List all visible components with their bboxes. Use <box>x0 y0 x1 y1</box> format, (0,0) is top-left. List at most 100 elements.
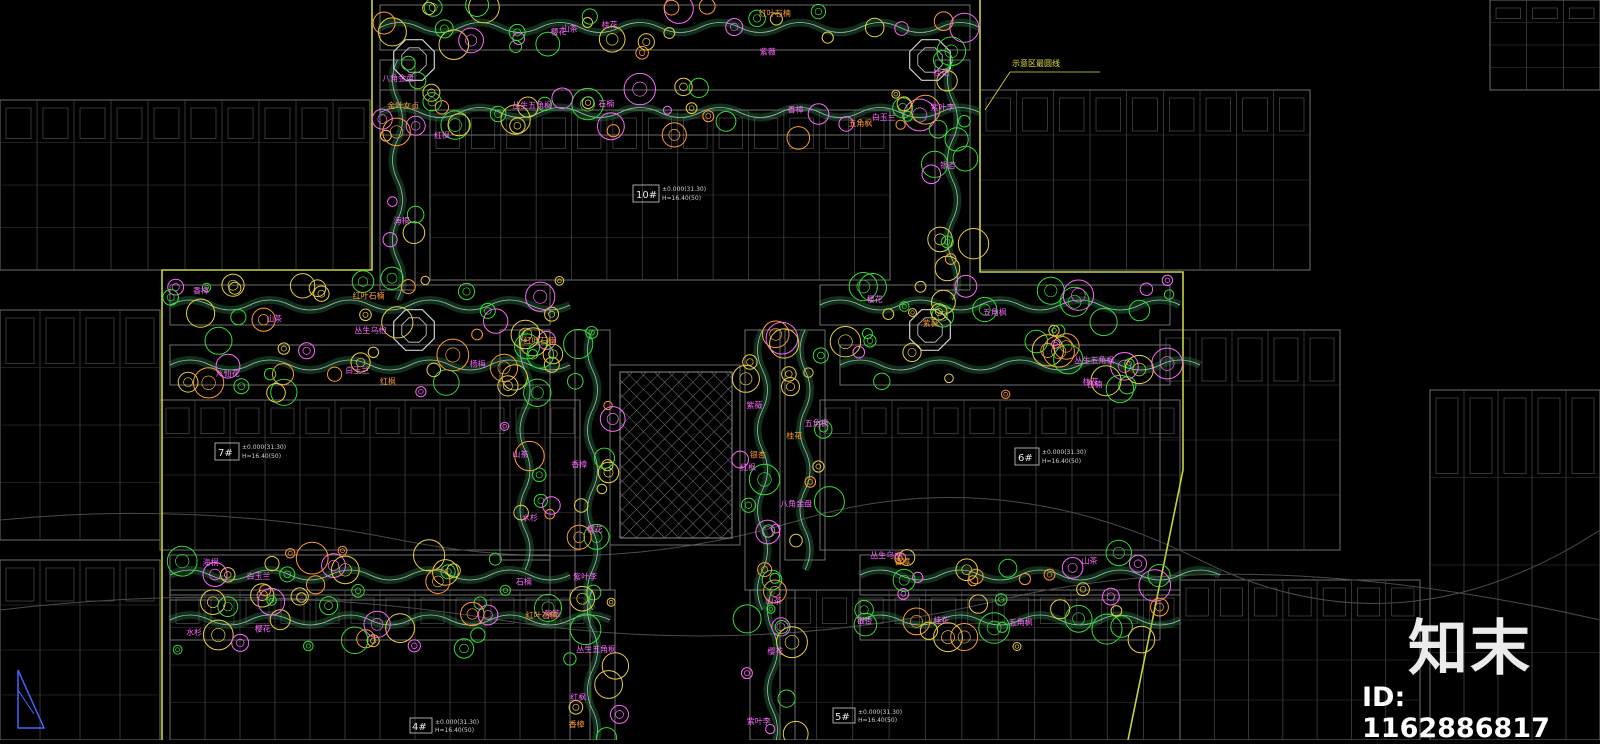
tree-symbol <box>264 556 280 572</box>
plant-label: 紫薇 <box>746 400 762 410</box>
tree-symbol <box>804 476 817 488</box>
tree-symbol <box>543 356 560 373</box>
tree-symbol <box>497 375 519 397</box>
tree-symbol <box>934 255 961 282</box>
tree-symbol <box>526 341 555 369</box>
plant-label: 丛生五角枫 <box>512 100 552 110</box>
plant-label: 香樟 <box>894 556 910 566</box>
tree-symbol <box>1064 604 1093 633</box>
plant-label: 红叶石楠 <box>526 610 558 620</box>
tree-symbol <box>818 422 829 433</box>
tree-symbol <box>372 11 396 35</box>
building-tag-10: 10# ±0.000(31.30) H=16.40(50) <box>632 184 706 203</box>
plant-label: 海桐 <box>203 557 219 567</box>
tree-symbol <box>789 533 803 548</box>
building-tag-6: 6# ±0.000(31.30) H=16.40(50) <box>1014 447 1086 466</box>
tree-symbol <box>585 584 602 601</box>
plant-label: 五角枫 <box>805 418 829 428</box>
tree-symbol <box>674 77 693 97</box>
tree-symbol <box>289 273 316 299</box>
tree-symbol <box>810 3 827 20</box>
tree-symbol <box>457 282 476 301</box>
plant-label: 五角枫 <box>983 307 1007 317</box>
tree-symbol <box>899 301 910 312</box>
plant-label: 香樟 <box>193 285 209 295</box>
tree-symbol <box>366 634 380 648</box>
garden-belt <box>838 344 1202 386</box>
plant-label: 樱花 <box>867 294 883 304</box>
site-boundary-line <box>161 0 373 740</box>
callout-text: 示意区最圆线 <box>1012 58 1060 68</box>
tree-symbol <box>327 366 343 382</box>
tree-symbol <box>740 667 753 680</box>
plant-label: 石楠 <box>598 98 614 108</box>
tree-symbol <box>914 280 927 293</box>
tree-symbol <box>319 596 339 616</box>
tree-symbol <box>382 117 411 147</box>
svg-text:±0.000(31.30): ±0.000(31.30) <box>435 719 479 726</box>
tree-symbol <box>1151 347 1184 380</box>
plant-label: 水杉 <box>522 513 538 523</box>
plant-label: 石楠 <box>516 576 532 586</box>
plant-label: 山茶 <box>266 313 282 323</box>
tree-symbol <box>968 594 988 614</box>
tree-symbol <box>1076 582 1090 597</box>
tree-symbol <box>950 623 979 651</box>
tree-symbol <box>1110 615 1133 638</box>
tree-symbol <box>569 613 602 646</box>
tree-symbol <box>1102 587 1120 606</box>
tree-symbol <box>769 572 781 584</box>
tree-symbol <box>460 601 485 627</box>
tree-symbol <box>829 326 862 358</box>
tree-symbol <box>755 519 781 545</box>
plant-label: 红枫 <box>380 376 396 386</box>
plant-label: 山茶 <box>766 595 782 605</box>
tree-symbol <box>731 450 749 469</box>
tree-symbol <box>765 724 776 735</box>
tree-symbol <box>337 545 348 556</box>
tree-symbol <box>813 486 845 518</box>
tree-symbol <box>385 613 416 643</box>
plant-label: 八仙花 <box>216 368 240 378</box>
tree-symbol <box>177 371 199 393</box>
tree-symbol <box>204 326 233 355</box>
tree-symbol <box>422 1 436 16</box>
tree-symbol <box>405 115 426 136</box>
tree-symbol <box>201 282 212 293</box>
tree-symbol <box>1031 334 1064 367</box>
tree-symbol <box>921 150 949 178</box>
tree-symbol <box>731 364 760 393</box>
tree-symbol <box>996 621 1008 633</box>
plant-label: 紫薇 <box>923 318 939 328</box>
tree-symbol <box>821 31 834 44</box>
tree-symbol <box>769 328 800 359</box>
tree-symbol <box>1129 554 1147 573</box>
tree-symbol <box>930 303 948 321</box>
tree-symbol <box>402 221 426 244</box>
tree-symbol <box>331 555 360 585</box>
tree-symbol <box>531 467 547 483</box>
tree-symbol <box>1127 625 1156 654</box>
plant-label: 红叶石楠 <box>353 290 385 300</box>
plant-label: 香樟 <box>788 104 804 114</box>
tree-symbol <box>807 103 830 125</box>
tree-symbol <box>1163 289 1175 300</box>
tree-symbol <box>563 652 577 666</box>
tree-symbol <box>972 296 998 323</box>
tree-symbol <box>1139 282 1154 296</box>
tree-symbol <box>940 235 954 249</box>
tree-symbol <box>537 96 552 112</box>
tree-symbol <box>1000 389 1011 399</box>
tree-symbol <box>742 354 758 370</box>
tree-symbol <box>233 378 250 395</box>
plant-label: 樱花 <box>767 646 783 656</box>
tree-symbol <box>409 71 427 90</box>
tree-symbol <box>574 498 589 513</box>
tree-symbol <box>599 406 626 432</box>
tree-symbol <box>949 12 980 43</box>
building-tag-4: 4# ±0.000(31.30) H=16.40(50) <box>409 717 479 734</box>
tree-symbol <box>499 584 511 596</box>
tree-symbol <box>510 319 541 350</box>
tree-symbol <box>858 273 888 302</box>
building-block <box>779 589 1181 740</box>
